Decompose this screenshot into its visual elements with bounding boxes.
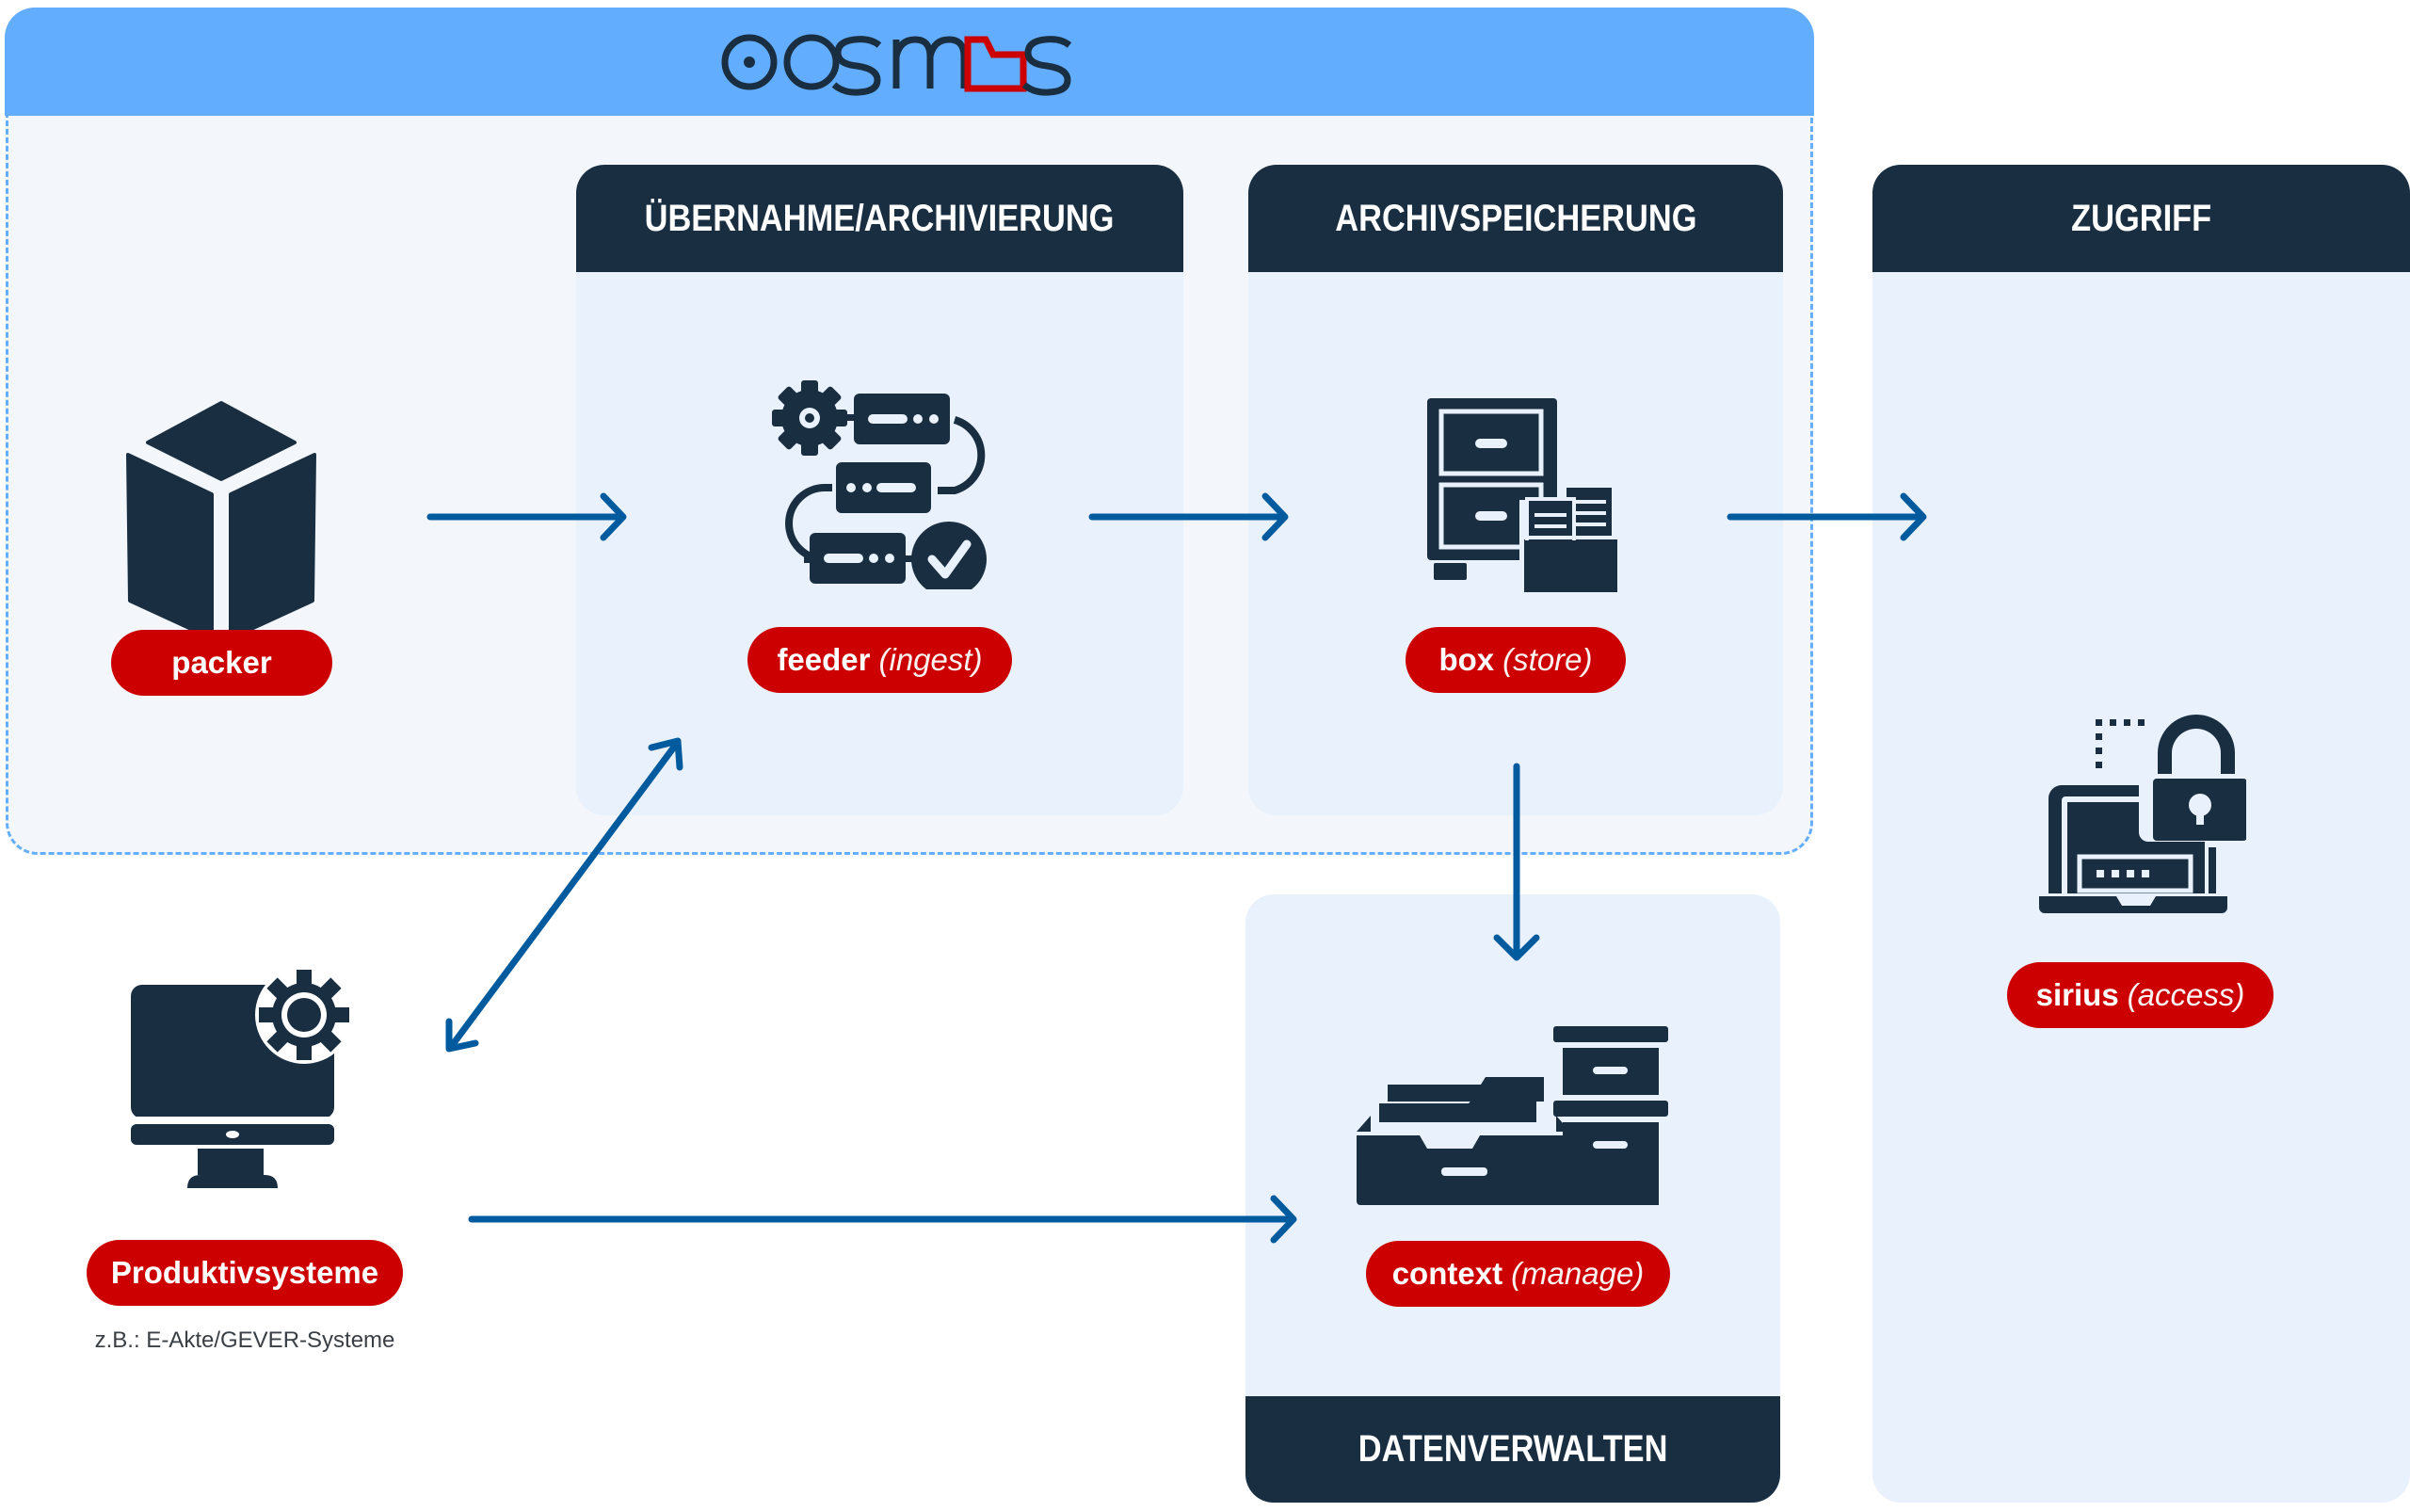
arrow-source-to-manage	[468, 1195, 1297, 1244]
feeder-badge[interactable]: feeder(ingest)	[747, 627, 1012, 693]
panel-ingest-title: ÜBERNAHME/ARCHIVIERUNG	[576, 165, 1183, 272]
filing-cabinet-icon	[1425, 396, 1623, 596]
workflow-gear-check-icon	[770, 378, 992, 597]
box-badge[interactable]: box(store)	[1406, 627, 1626, 693]
package-cube-icon	[125, 400, 317, 641]
panel-access: ZUGRIFF	[1872, 165, 2410, 1503]
cosmos-header	[5, 8, 1814, 116]
arrow-source-ingest-bidirectional	[445, 737, 683, 1053]
produktivsysteme-badge[interactable]: Produktivsysteme	[87, 1240, 403, 1306]
arrow-ingest-to-store	[1088, 492, 1289, 541]
monitor-gear-icon	[127, 960, 362, 1190]
panel-store-title: ARCHIVSPEICHERUNG	[1248, 165, 1783, 272]
arrow-packer-to-ingest	[426, 492, 627, 541]
laptop-lock-icon	[2037, 708, 2247, 925]
arrow-store-to-manage	[1493, 763, 1540, 961]
panel-manage-title: DATENVERWALTEN	[1245, 1396, 1780, 1503]
panel-access-title: ZUGRIFF	[1872, 165, 2410, 272]
arrow-store-to-access	[1727, 492, 1927, 541]
sirius-badge[interactable]: sirius(access)	[2007, 962, 2273, 1028]
context-badge[interactable]: context(manage)	[1366, 1241, 1670, 1307]
archive-boxes-icon	[1356, 1026, 1672, 1205]
packer-badge[interactable]: packer	[111, 630, 332, 696]
cosmos-logo	[719, 26, 1077, 98]
produktivsysteme-caption: z.B.: E-Akte/GEVER-Systeme	[94, 1327, 395, 1353]
panel-store: ARCHIVSPEICHERUNG	[1248, 165, 1783, 815]
